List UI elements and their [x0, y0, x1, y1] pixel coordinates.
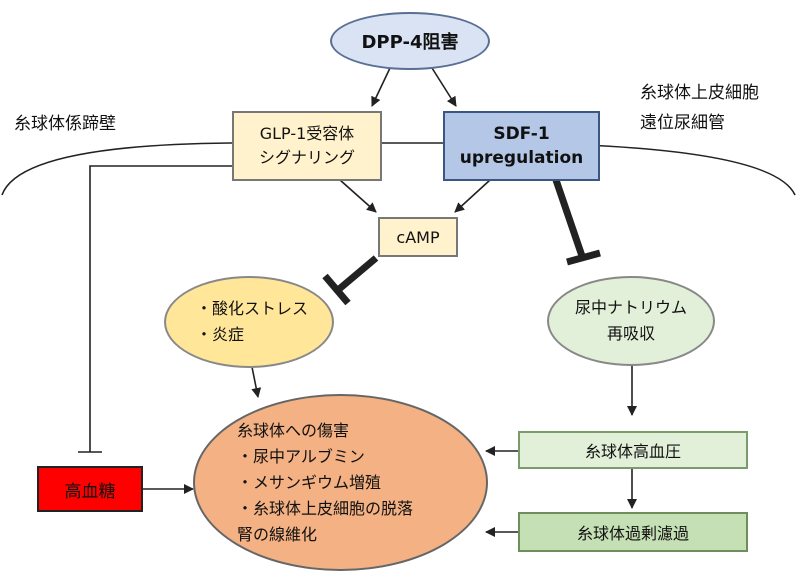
injury-line-5: 腎の線維化	[237, 524, 318, 544]
injury-line-3: ・メサンギウム増殖	[237, 472, 382, 492]
glomerular-injury-node: 糸球体への傷害 ・尿中アルブミン ・メサンギウム増殖 ・糸球体上皮細胞の脱落 腎…	[193, 394, 488, 571]
inhibit-glp1-hyperglycemia	[89, 165, 247, 452]
hypertension-label: 糸球体高血圧	[584, 442, 681, 461]
injury-line-1: 糸球体への傷害	[237, 420, 350, 440]
glp1-line-2: シグナリング	[258, 148, 355, 167]
inhibit-camp-oxidative-bar	[322, 273, 351, 306]
epithelial-line-2: 遠位尿細管	[640, 113, 725, 133]
hyperglycemia-node: 高血糖	[37, 466, 143, 512]
glomerular-wall-text: 糸球体係蹄壁	[14, 114, 116, 134]
sdf1-upregulation-node: SDF-1 upregulation	[443, 111, 600, 181]
oxidative-line-2: ・炎症	[196, 325, 245, 344]
camp-label: cAMP	[396, 227, 440, 247]
inhibit-camp-oxidative	[335, 255, 379, 293]
sodium-reabsorption-node: 尿中ナトリウム 再吸収	[547, 276, 715, 366]
glomerular-wall-label: 糸球体係蹄壁	[14, 112, 116, 136]
arrow-dpp4-to-sdf1	[431, 67, 457, 107]
glomerular-hypertension-node: 糸球体高血圧	[518, 431, 748, 469]
oxidative-stress-node: ・酸化ストレス ・炎症	[164, 276, 334, 368]
arrow-sdf1-to-camp	[454, 179, 491, 213]
sodium-line-1: 尿中ナトリウム	[574, 298, 687, 317]
glomerular-wall-arc	[1, 142, 796, 196]
epithelial-label: 糸球体上皮細胞 遠位尿細管	[640, 78, 759, 138]
dpp4-inhibition-node: DPP-4阻害	[330, 12, 490, 70]
inhibit-sdf1-sodium-bar	[566, 249, 601, 266]
camp-node: cAMP	[378, 217, 458, 257]
arrow-glp1-to-camp	[339, 179, 377, 213]
arrow-oxidative-to-injury	[251, 366, 262, 398]
dpp4-label: DPP-4阻害	[361, 32, 459, 53]
hyperfiltration-node: 糸球体過剰濾過	[518, 512, 748, 552]
sdf1-line-2: upregulation	[459, 148, 584, 168]
arrow-dpp4-to-glp1	[371, 67, 391, 107]
sodium-line-2: 再吸収	[606, 324, 655, 343]
injury-line-4: ・糸球体上皮細胞の脱落	[237, 498, 414, 518]
oxidative-line-1: ・酸化ストレス	[196, 299, 309, 318]
hyperfiltration-label: 糸球体過剰濾過	[576, 524, 689, 543]
sdf1-line-1: SDF-1	[493, 124, 550, 144]
hyperglycemia-label: 高血糖	[64, 481, 116, 502]
epithelial-line-1: 糸球体上皮細胞	[640, 83, 759, 103]
glp1-receptor-node: GLP-1受容体 シグナリング	[232, 111, 382, 181]
injury-line-2: ・尿中アルブミン	[237, 446, 365, 466]
glp1-line-1: GLP-1受容体	[259, 124, 355, 143]
inhibit-sdf1-sodium	[552, 178, 586, 258]
